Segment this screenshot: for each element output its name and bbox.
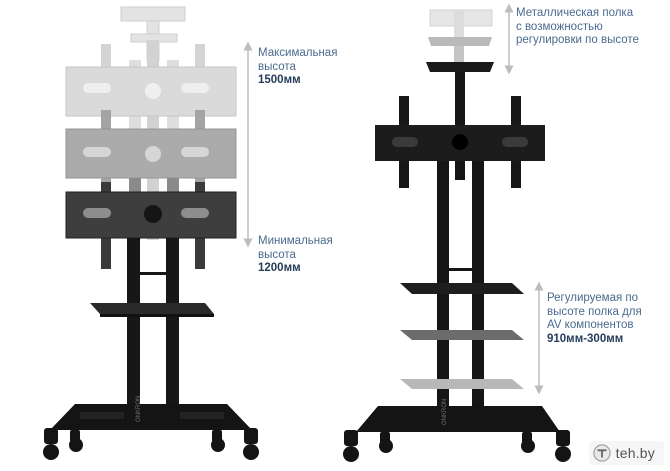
av-shelf-label-line3: AV компонентов [547, 319, 634, 331]
right-brand-mark: ONKRON [442, 399, 448, 425]
max-height-label-line1: Максимальная [258, 47, 338, 59]
right-top-shelf-high-ghost [429, 9, 493, 48]
left-mount-panel-mid [65, 110, 237, 198]
top-shelf-label-line2: с возможностью [516, 20, 603, 33]
watermark-badge: teh.by [588, 441, 664, 465]
left-av-shelf [90, 303, 214, 317]
min-height-label-line1: Минимальная [258, 235, 333, 247]
left-stand: ONKRON [43, 6, 259, 460]
min-height-value: 1200мм [258, 262, 301, 274]
right-mount-panel [375, 125, 545, 161]
min-height-label-line2: высота [258, 248, 296, 261]
right-top-shelf-mid-ghost [428, 37, 492, 66]
left-mount-panel-high [65, 44, 237, 122]
left-brand-mark: ONKRON [136, 396, 142, 422]
av-shelf-note: Регулируемая по высоте полка для AV комп… [547, 292, 642, 346]
top-shelf-note: Металлическая полка с возможностью регул… [516, 7, 639, 48]
max-height-value: 1500мм [258, 74, 301, 86]
av-shelf-label-line2: высоте полка для [547, 305, 642, 318]
left-mount-panel-low [65, 182, 237, 269]
av-shelf-label-line1: Регулируемая по [547, 292, 639, 304]
top-shelf-label-line3: регулировки по высоте [516, 34, 639, 46]
right-base [343, 406, 571, 462]
left-base [43, 404, 259, 460]
right-stand: ONKRON [343, 9, 571, 462]
right-av-shelf-2-ghost [400, 330, 524, 340]
min-height-note: Минимальная высота 1200мм [258, 235, 333, 276]
right-av-shelf-1 [400, 283, 524, 294]
top-shelf-label-line1: Металлическая полка [516, 7, 634, 19]
max-height-label-line2: высота [258, 60, 296, 73]
max-height-note: Максимальная высота 1500мм [258, 47, 337, 88]
av-shelf-range-value: 910мм-300мм [547, 332, 624, 345]
teh-logo-icon [593, 444, 611, 462]
left-columns [127, 238, 179, 408]
right-av-shelf-3-ghost [400, 379, 524, 389]
right-top-shelf [426, 62, 494, 72]
watermark-text: teh.by [615, 445, 655, 461]
